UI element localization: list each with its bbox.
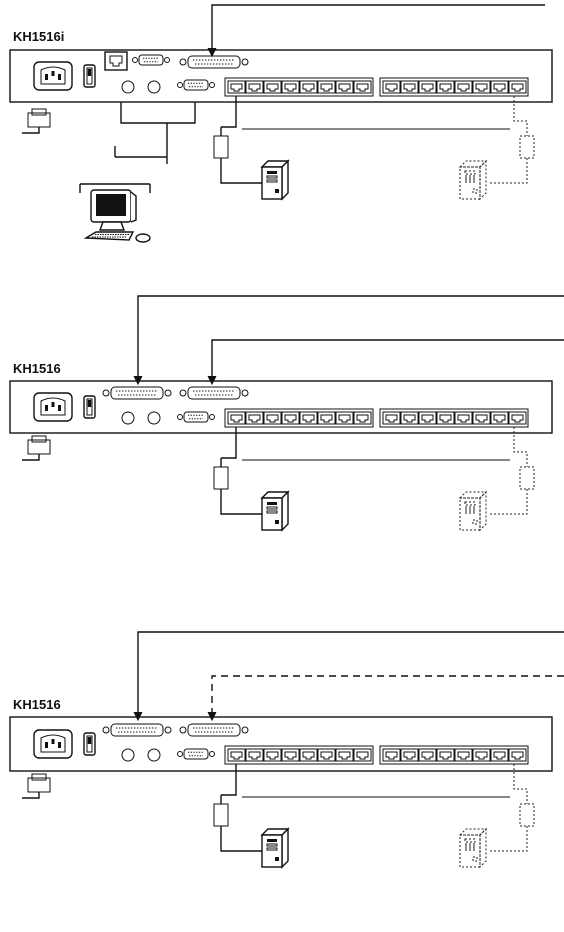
chain-out-port-icon — [102, 723, 172, 737]
model-label: KH1516 — [13, 361, 61, 376]
kvm-chassis — [9, 716, 553, 772]
kvm-chassis — [9, 380, 553, 434]
ps2-port-icon — [121, 411, 135, 425]
vga-port-icon — [177, 411, 215, 423]
unit-kh1516: KH1516 — [9, 295, 564, 530]
power-inlet-icon — [33, 392, 73, 422]
ps2-port-icon — [147, 748, 161, 762]
cascade-cable — [211, 4, 545, 48]
ps2-port-icon — [121, 80, 135, 94]
unit-kh1516i: KH1516i — [9, 4, 553, 243]
cascade-cable-optional — [211, 675, 564, 713]
cascade-cable — [137, 631, 564, 713]
ground-icon — [21, 773, 51, 799]
vga-port-icon — [177, 748, 215, 760]
chain-out-port-icon — [102, 386, 172, 400]
cascade-cable — [137, 295, 564, 376]
unit-kh1516: KH1516 — [9, 631, 564, 867]
kvm-chassis — [9, 49, 553, 103]
ground-icon — [21, 435, 51, 461]
model-label: KH1516i — [13, 29, 64, 44]
cascade-cable — [211, 339, 564, 376]
serial-port-icon — [132, 54, 170, 66]
vga-port-icon — [177, 79, 215, 91]
ps2-port-icon — [121, 748, 135, 762]
power-switch-icon — [83, 732, 96, 756]
power-switch-icon — [83, 64, 96, 88]
console-icon — [79, 183, 151, 243]
power-inlet-icon — [33, 729, 73, 759]
power-switch-icon — [83, 395, 96, 419]
ground-icon — [21, 108, 51, 134]
chain-in-port-icon — [179, 723, 249, 737]
ps2-port-icon — [147, 411, 161, 425]
chain-in-port-icon — [179, 386, 249, 400]
chain-in-port-icon — [179, 55, 249, 69]
power-inlet-icon — [33, 61, 73, 91]
model-label: KH1516 — [13, 697, 61, 712]
lan-port-icon — [104, 51, 128, 71]
ps2-port-icon — [147, 80, 161, 94]
